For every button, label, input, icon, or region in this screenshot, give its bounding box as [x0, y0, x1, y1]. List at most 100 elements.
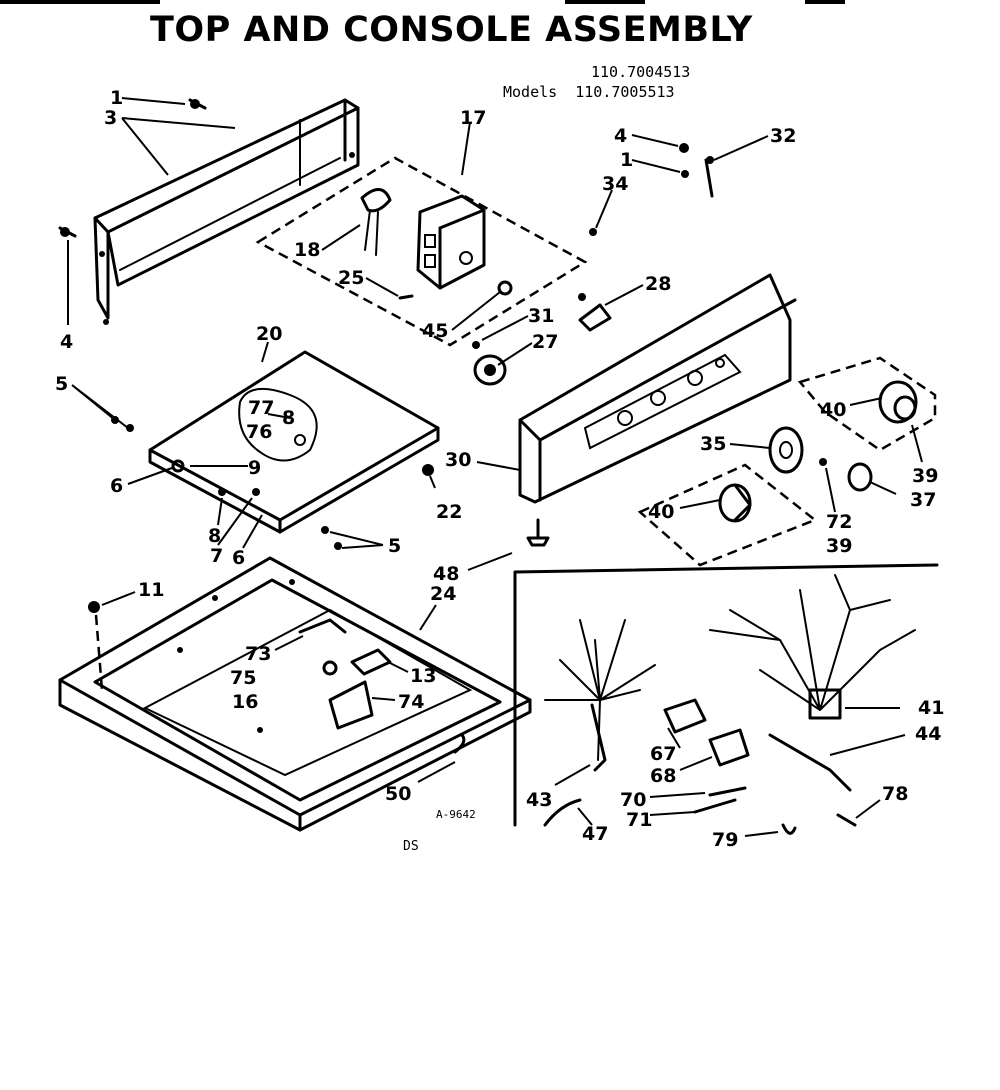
callout-39: 39 [912, 465, 938, 487]
callout-68: 68 [650, 765, 676, 787]
spring-part-50 [453, 733, 466, 754]
cabinet-top-part [58, 556, 532, 832]
spring-part-16 [257, 727, 263, 733]
washer-part-9 [171, 459, 185, 473]
knob-part-45 [497, 280, 513, 296]
callout-18: 18 [294, 239, 320, 261]
clip-part-79 [781, 823, 797, 835]
callout-22: 22 [436, 501, 462, 523]
top-rule-mid [565, 0, 645, 4]
callout-70: 70 [620, 789, 646, 811]
connector-part-67 [663, 698, 707, 734]
callout-75: 75 [230, 667, 256, 689]
grommet-part-11 [88, 601, 100, 613]
clip-part-73 [298, 618, 347, 634]
wiring-harness-41 [709, 574, 916, 720]
callout-40: 40 [820, 399, 846, 421]
knob-part-28 [578, 303, 612, 332]
knob-part-37 [847, 462, 873, 492]
callout-72: 72 [826, 511, 852, 533]
knob-outline-upper [797, 356, 937, 452]
bracket-part-74 [328, 680, 374, 730]
switch-part-18 [360, 188, 392, 256]
connector-part-68 [708, 728, 750, 767]
callout-4: 4 [614, 125, 627, 147]
callout-73: 73 [245, 643, 271, 665]
callout-1: 1 [620, 149, 633, 171]
callout-9: 9 [248, 457, 261, 479]
model-number-2-row: Models 110.7005513 [503, 82, 690, 102]
screw-part [58, 98, 207, 238]
top-rule-right [805, 0, 845, 4]
dial-part-35 [768, 426, 804, 474]
screw-part-31 [472, 341, 480, 349]
wire-part-25 [398, 294, 414, 300]
callout-77: 77 [248, 397, 274, 419]
screw-part-8 [218, 488, 226, 496]
callout-67: 67 [650, 743, 676, 765]
callout-24: 24 [430, 583, 456, 605]
callout-35: 35 [700, 433, 726, 455]
callout-28: 28 [645, 273, 671, 295]
top-rule-left [0, 0, 160, 4]
callout-4: 4 [60, 331, 73, 353]
knob-part-40a [878, 380, 918, 424]
subassembly-outline-17 [255, 156, 588, 347]
models-prefix: Models [503, 83, 558, 101]
callout-78: 78 [882, 783, 908, 805]
callout-13: 13 [410, 665, 436, 687]
callout-32: 32 [770, 125, 796, 147]
knob-part-40b [718, 483, 752, 523]
callout-3: 3 [104, 107, 117, 129]
footer-code: DS [403, 839, 419, 854]
callout-47: 47 [582, 823, 608, 845]
wiring-inset-frame [513, 563, 939, 827]
callout-76: 76 [246, 421, 272, 443]
model-number-1: 110.7004513 [591, 63, 691, 81]
callout-17: 17 [460, 107, 486, 129]
callout-50: 50 [385, 783, 411, 805]
callout-37: 37 [910, 489, 936, 511]
bracket-part-32 [679, 143, 714, 198]
callout-30: 30 [445, 449, 471, 471]
callout-45: 45 [422, 320, 448, 342]
callout-11: 11 [138, 579, 164, 601]
callout-44: 44 [915, 723, 941, 745]
lid-part [148, 350, 440, 534]
wire-part-44 [768, 733, 852, 792]
terminal-part-71 [693, 798, 737, 814]
switch-part-13 [350, 648, 392, 676]
figure-code: A-9642 [436, 808, 476, 821]
foot-part-48 [526, 518, 550, 547]
hinge-part-5b [321, 526, 342, 550]
leader-lines [67, 97, 923, 837]
callout-5: 5 [388, 535, 401, 557]
callout-8: 8 [282, 407, 295, 429]
diagram-title: TOP AND CONSOLE ASSEMBLY [150, 10, 753, 50]
callout-1: 1 [110, 87, 123, 109]
callout-20: 20 [256, 323, 282, 345]
clip-part-47 [543, 798, 582, 827]
callout-7: 7 [210, 545, 223, 567]
clip-part-78 [836, 813, 857, 827]
screw-part-7 [252, 488, 260, 496]
callout-71: 71 [626, 809, 652, 831]
callout-39: 39 [826, 535, 852, 557]
switch-part-27 [473, 354, 507, 386]
console-panel-part [518, 273, 797, 504]
callout-40: 40 [648, 501, 674, 523]
callout-79: 79 [712, 829, 738, 851]
spring-part-72 [819, 458, 827, 466]
clip-part-34 [589, 228, 597, 236]
callout-31: 31 [528, 305, 554, 327]
callout-6: 6 [110, 475, 123, 497]
bumper-part-22 [422, 464, 434, 476]
callout-25: 25 [338, 267, 364, 289]
model-number-2: 110.7005513 [575, 83, 675, 101]
knob-outline-lower [637, 463, 818, 567]
callout-16: 16 [232, 691, 258, 713]
callout-6: 6 [232, 547, 245, 569]
callout-43: 43 [526, 789, 552, 811]
callout-27: 27 [532, 331, 558, 353]
